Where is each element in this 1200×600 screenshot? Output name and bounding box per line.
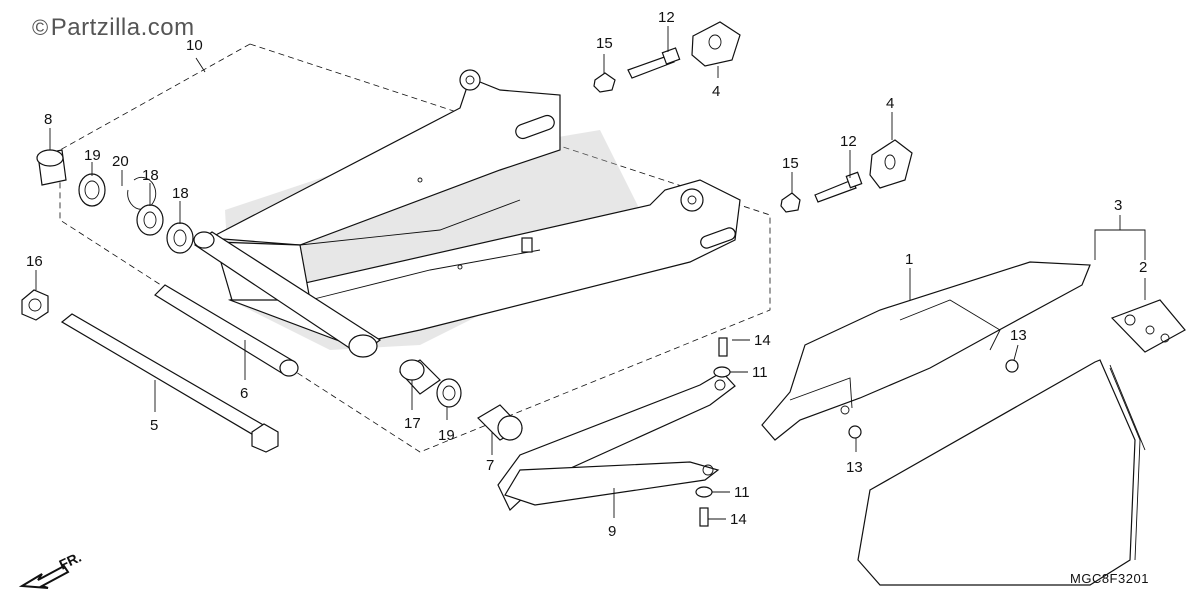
oil-seal-19a[interactable] <box>78 173 106 207</box>
lock-nut-15b[interactable] <box>780 192 801 213</box>
callout-13: 13 <box>1010 327 1027 344</box>
callout-2: 2 <box>1139 259 1147 276</box>
callout-17: 17 <box>404 415 421 432</box>
callout-15: 15 <box>596 35 613 52</box>
callout-8: 8 <box>44 111 52 128</box>
callout-14: 14 <box>754 332 771 349</box>
chain-slider-9[interactable] <box>497 371 736 511</box>
bearing-18b[interactable] <box>166 222 194 254</box>
bearing-18a[interactable] <box>136 204 164 236</box>
callout-labels: 10 8 19 20 18 18 16 5 6 17 19 7 9 15 12 … <box>26 9 1147 540</box>
collar-6[interactable] <box>154 284 299 377</box>
bolt-14a[interactable] <box>718 337 728 357</box>
callout-9: 9 <box>608 523 616 540</box>
pivot-nut-16[interactable] <box>21 289 49 321</box>
adjuster-block-4a[interactable] <box>691 21 741 67</box>
callout-18: 18 <box>142 167 159 184</box>
master-link-kit-2[interactable] <box>1110 299 1186 353</box>
oil-seal-19b[interactable] <box>436 378 462 408</box>
drive-chain-3[interactable] <box>857 359 1146 586</box>
chain-case-1[interactable] <box>761 261 1091 441</box>
callout-14: 14 <box>730 511 747 528</box>
direction-label: FR. <box>57 549 84 573</box>
needle-bearing-17[interactable] <box>399 359 441 395</box>
bolt-13b[interactable] <box>848 425 862 439</box>
callout-15: 15 <box>782 155 799 172</box>
bolt-14b[interactable] <box>699 507 709 527</box>
callout-4: 4 <box>886 95 894 112</box>
pivot-bolt-5[interactable] <box>60 313 279 453</box>
callout-12: 12 <box>840 133 857 150</box>
circlip-20[interactable] <box>127 176 157 210</box>
callout-1: 1 <box>905 251 913 268</box>
copyright-icon: © <box>32 15 49 40</box>
adjuster-block-4b[interactable] <box>869 139 913 189</box>
assembly-outline <box>59 43 771 453</box>
arrow-icon <box>18 564 70 589</box>
callout-18: 18 <box>172 185 189 202</box>
bolt-13a[interactable] <box>1005 359 1019 373</box>
washer-11a[interactable] <box>713 366 731 378</box>
adjuster-bolt-12b[interactable] <box>814 171 863 203</box>
callout-5: 5 <box>150 417 158 434</box>
swingarm[interactable] <box>193 69 741 358</box>
bushing-8[interactable] <box>36 149 67 186</box>
callout-16: 16 <box>26 253 43 270</box>
callout-11: 11 <box>734 484 750 501</box>
callout-19: 19 <box>84 147 101 164</box>
callout-3: 3 <box>1114 197 1122 214</box>
watermark-text: Partzilla.com <box>50 14 195 41</box>
front-direction-arrow: FR. <box>18 549 84 589</box>
callout-7: 7 <box>486 457 494 474</box>
lock-nut-15a[interactable] <box>593 72 616 93</box>
diagram-code: MGC8F3201 <box>1070 571 1149 586</box>
callout-11: 11 <box>752 364 768 381</box>
adjuster-bolt-12a[interactable] <box>627 47 681 79</box>
callout-10: 10 <box>186 37 203 54</box>
callout-4: 4 <box>712 83 720 100</box>
collar-7[interactable] <box>477 404 523 441</box>
callout-12: 12 <box>658 9 675 26</box>
callout-20: 20 <box>112 153 129 170</box>
bracket-3 <box>1094 229 1146 260</box>
callout-19: 19 <box>438 427 455 444</box>
watermark: ©Partzilla.com <box>32 14 195 42</box>
callout-13: 13 <box>846 459 863 476</box>
washer-11b[interactable] <box>695 486 713 498</box>
leader-lines <box>35 26 1146 520</box>
callout-6: 6 <box>240 385 248 402</box>
